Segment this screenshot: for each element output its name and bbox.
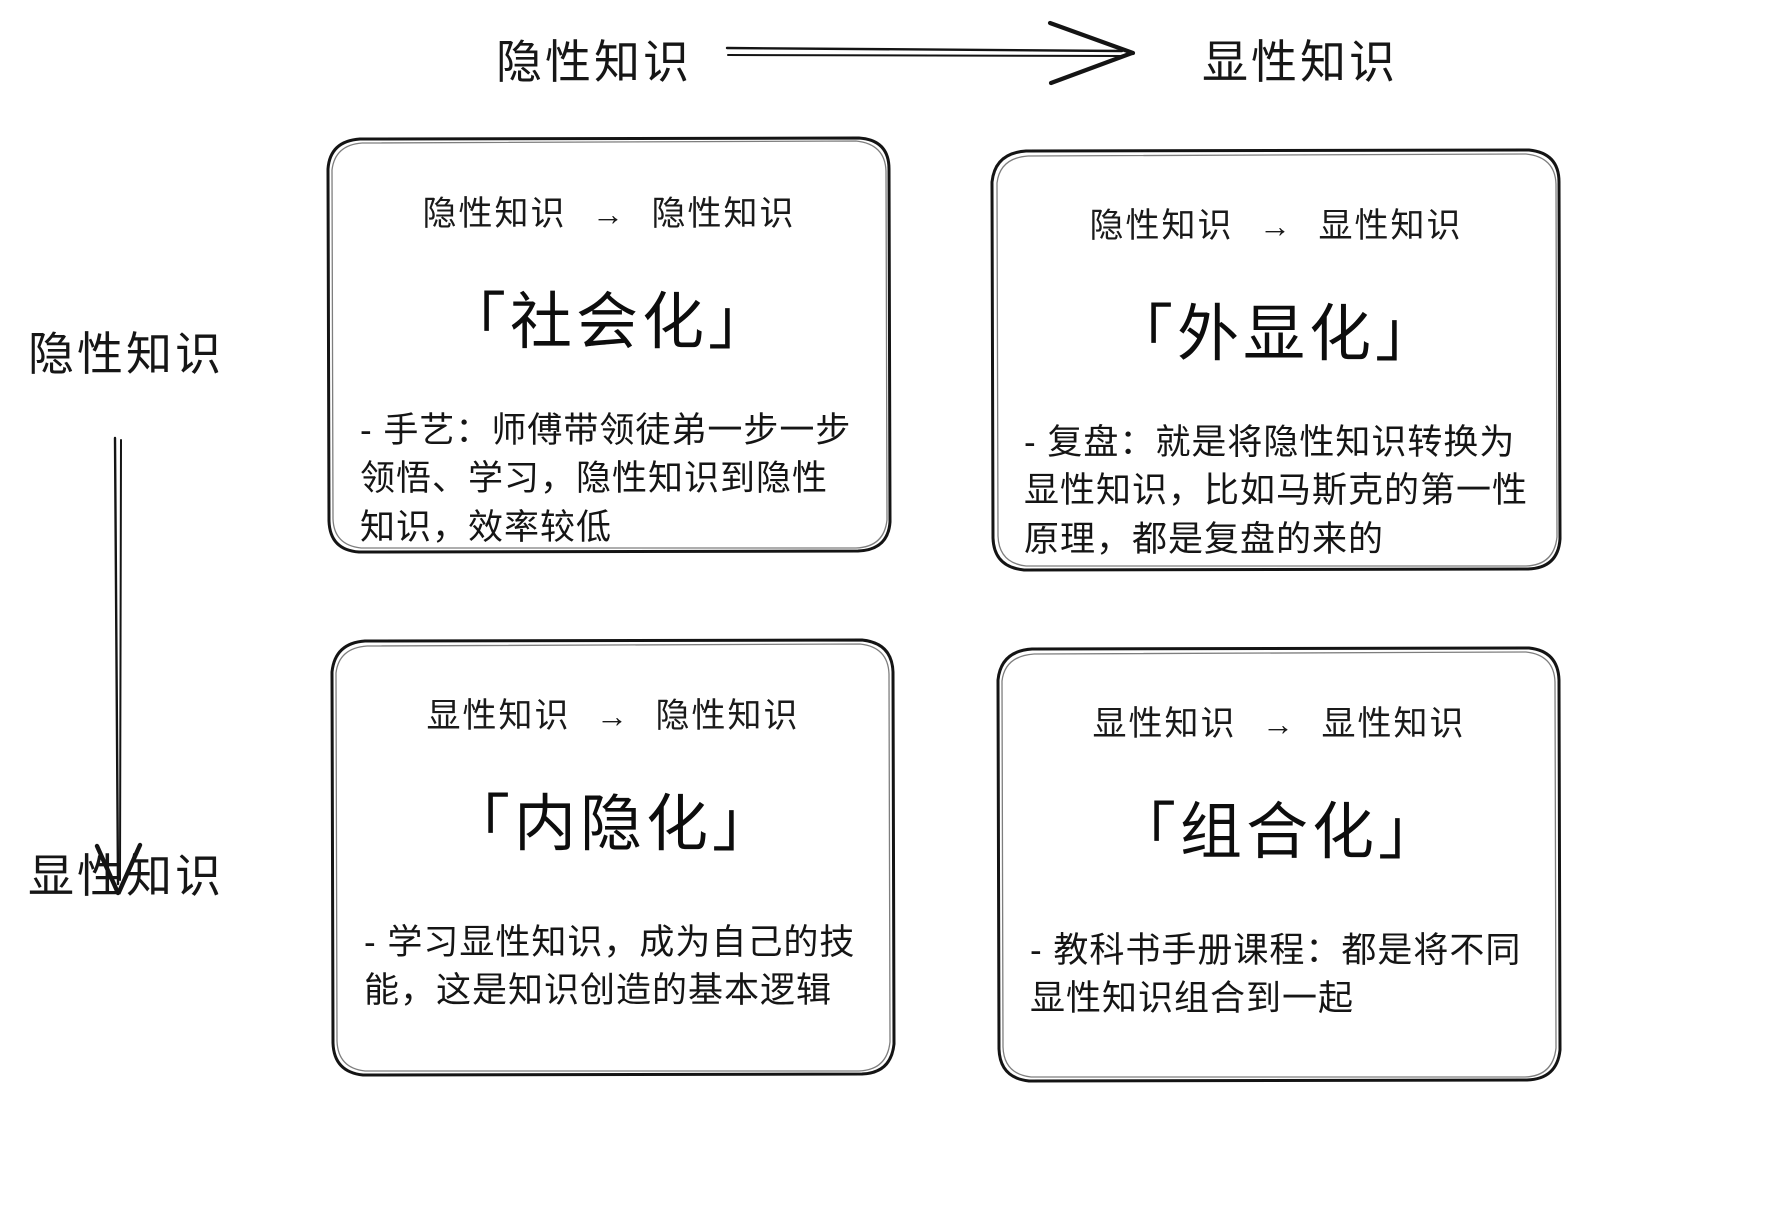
quadrant-header-to: 显性知识 (1321, 705, 1466, 743)
axis-label-horizontal-start: 隐性知识 (496, 36, 692, 88)
quadrant-header: 显性知识 → 隐性知识 (364, 688, 862, 737)
quadrant-body: - 复盘：就是将隐性知识转换为显性知识，比如马斯克的第一性原理，都是复盘的来的 (1024, 423, 1529, 559)
axis-label-vertical-end: 显性知识 (28, 850, 224, 902)
quadrant-header-to: 隐性知识 (651, 195, 796, 233)
quadrant-body: - 教科书手册课程：都是将不同显性知识组合到一起 (1030, 931, 1522, 1019)
quadrant-socialization[interactable]: 隐性知识 → 隐性知识 「社会化」 - 手艺：师傅带领徒弟一步一步领悟、学习，隐… (326, 136, 892, 554)
quadrant-header-to: 显性知识 (1318, 207, 1463, 245)
quadrant-header-to: 隐性知识 (655, 697, 800, 735)
axis-label-vertical-start: 隐性知识 (28, 328, 224, 380)
right-arrow-icon (725, 20, 1136, 86)
quadrant-header: 显性知识 → 显性知识 (1030, 696, 1528, 745)
quadrant-title: 「外显化」 (1110, 300, 1441, 369)
axis-label-horizontal-end: 显性知识 (1202, 36, 1398, 88)
quadrant-combination[interactable]: 显性知识 → 显性知识 「组合化」 - 教科书手册课程：都是将不同显性知识组合到… (996, 646, 1562, 1084)
header-arrow-icon: → (1259, 208, 1293, 244)
quadrant-internalization[interactable]: 显性知识 → 隐性知识 「内隐化」 - 学习显性知识，成为自己的技能，这是知识创… (330, 638, 896, 1078)
quadrant-body: - 学习显性知识，成为自己的技能，这是知识创造的基本逻辑 (364, 923, 856, 1011)
quadrant-header-from: 显性知识 (426, 697, 571, 735)
down-arrow-icon (94, 436, 143, 896)
quadrant-header-from: 显性知识 (1092, 705, 1237, 743)
quadrant-title: 「内隐化」 (447, 790, 778, 859)
quadrant-title: 「社会化」 (443, 288, 774, 357)
quadrant-header: 隐性知识 → 隐性知识 (360, 186, 858, 235)
quadrant-externalization[interactable]: 隐性知识 → 显性知识 「外显化」 - 复盘：就是将隐性知识转换为显性知识，比如… (990, 148, 1562, 572)
header-arrow-icon: → (592, 196, 626, 232)
quadrant-title: 「组合化」 (1113, 798, 1444, 867)
quadrant-header: 隐性知识 → 显性知识 (1024, 198, 1528, 247)
header-arrow-icon: → (596, 698, 630, 734)
quadrant-header-from: 隐性知识 (422, 195, 567, 233)
header-arrow-icon: → (1262, 706, 1296, 742)
quadrant-body: - 手艺：师傅带领徒弟一步一步领悟、学习，隐性知识到隐性知识，效率较低 (360, 411, 852, 547)
quadrant-header-from: 隐性知识 (1089, 207, 1234, 245)
